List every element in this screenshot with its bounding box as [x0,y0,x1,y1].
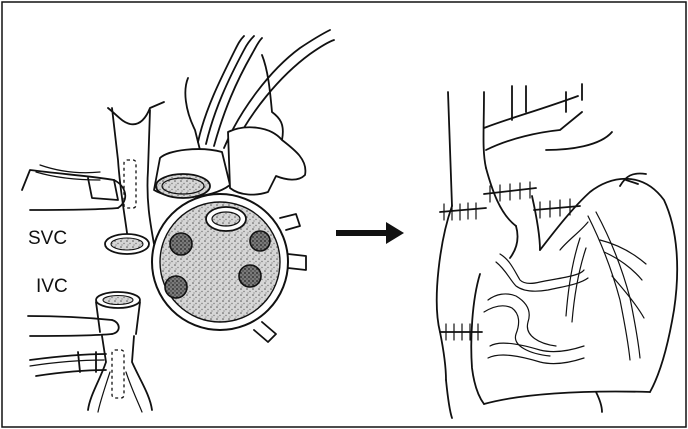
pulmonary-vein-ostium-2 [250,231,270,251]
svc-label: SVC [28,228,67,249]
svc-right-wall [147,110,154,244]
aortic-arch-top [484,96,578,128]
right-atrium-left-wall [437,206,452,380]
ivc-cannula-bottom [30,334,112,336]
ivc-lower-cannula-top [30,354,106,360]
right-panel [437,84,677,418]
aortic-root-wall [532,196,540,250]
suture-line-svc [440,203,486,220]
pulmonary-vein-ostium-4 [239,265,261,287]
svc-snare-dashed [124,160,136,208]
pulmonary-vein-ostium-3 [165,276,187,298]
svc-right-edge [484,92,487,168]
vessel-stub-b [288,254,306,270]
pulmonary-vein-ostium-1 [170,233,192,255]
vessel-stub-a [280,214,300,230]
aorta-outline-left [185,78,200,150]
ivc-cannula-tip [112,320,119,334]
ivc-cannula-top [28,316,112,320]
svc-left-wall [112,108,128,240]
left-panel: SVC IVC [22,30,334,412]
pulmonary-trunk-top [546,132,612,150]
svc-cannula-collar [88,178,118,200]
aortic-root [228,127,305,194]
coronary-vessels [484,212,646,364]
heart-base [484,392,650,405]
ivc-lower-right [132,336,152,410]
svc-upper-outline [108,102,164,124]
ivc-snare-dashed [112,350,124,398]
aortic-arch-bottom [486,112,582,150]
suture-line-ivc [440,324,482,340]
transition-arrow [336,222,404,244]
ivc-label: IVC [36,276,68,297]
svc-left-edge [448,92,452,206]
ivc-lower-left [88,336,106,410]
vessel-stub-c [254,322,276,342]
svc-cannula-bottom [30,208,118,210]
